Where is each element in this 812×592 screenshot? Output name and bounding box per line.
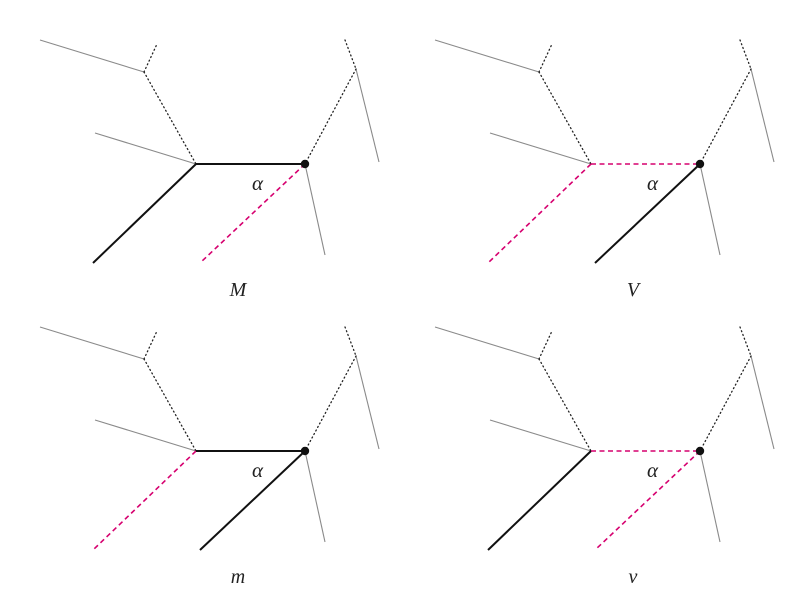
dotted-line	[304, 68, 357, 165]
vertex-dot	[300, 446, 310, 456]
panel-label: V	[627, 279, 642, 301]
panel-4: αv	[434, 326, 775, 588]
thin-line	[304, 163, 326, 256]
thin-line	[489, 419, 592, 452]
thin-line	[699, 450, 721, 543]
vertex-dot	[300, 159, 310, 169]
left-diagonal-crease	[92, 450, 197, 551]
vertex-dot	[695, 446, 705, 456]
panel-3: αm	[39, 326, 380, 588]
thin-line	[94, 419, 197, 452]
dotted-line	[344, 39, 357, 70]
thin-line	[434, 326, 540, 360]
thin-line	[750, 68, 775, 163]
right-diagonal-crease	[199, 163, 306, 264]
right-diagonal-crease	[594, 163, 701, 264]
thin-line	[39, 326, 145, 360]
panel-label: m	[231, 566, 245, 588]
thin-line	[489, 132, 592, 165]
thin-line	[355, 355, 380, 450]
thin-line	[434, 39, 540, 73]
thin-line	[94, 132, 197, 165]
dotted-line	[344, 326, 357, 357]
dotted-line	[739, 326, 752, 357]
left-diagonal-crease	[487, 163, 592, 264]
thin-line	[699, 163, 721, 256]
panel-1: αM	[39, 39, 380, 301]
dotted-line	[143, 43, 158, 73]
dotted-line	[143, 358, 197, 452]
angle-label: α	[252, 171, 264, 195]
dotted-line	[304, 355, 357, 452]
dotted-line	[538, 71, 592, 165]
thin-line	[39, 39, 145, 73]
thin-line	[750, 355, 775, 450]
dotted-line	[699, 355, 752, 452]
panel-2: αV	[434, 39, 775, 301]
dotted-line	[699, 68, 752, 165]
panel-label: M	[229, 279, 248, 301]
angle-label: α	[647, 171, 659, 195]
thin-line	[355, 68, 380, 163]
angle-label: α	[252, 458, 264, 482]
dotted-line	[538, 330, 553, 360]
dotted-line	[538, 43, 553, 73]
right-diagonal-crease	[199, 450, 306, 551]
dotted-line	[739, 39, 752, 70]
panel-label: v	[629, 566, 638, 588]
dotted-line	[143, 71, 197, 165]
dotted-line	[143, 330, 158, 360]
angle-label: α	[647, 458, 659, 482]
thin-line	[304, 450, 326, 543]
right-diagonal-crease	[594, 450, 701, 551]
left-diagonal-crease	[487, 450, 592, 551]
vertex-dot	[695, 159, 705, 169]
left-diagonal-crease	[92, 163, 197, 264]
dotted-line	[538, 358, 592, 452]
